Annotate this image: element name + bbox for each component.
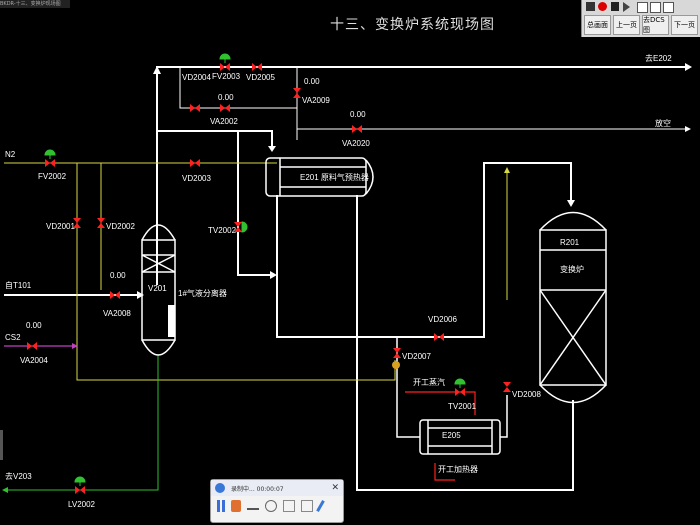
valve-vd2008[interactable]: VD2008: [512, 390, 541, 399]
record-icon[interactable]: [598, 2, 607, 11]
va2020-value: 0.00: [350, 110, 366, 119]
recorder-camera-icon[interactable]: [283, 500, 295, 512]
recorder-logo-icon: [215, 483, 225, 493]
from-t101-label: 自T101: [5, 281, 32, 290]
camera-icon[interactable]: [650, 2, 661, 13]
r201-label: R201: [560, 238, 580, 247]
recorder-close-icon[interactable]: ✕: [331, 483, 339, 493]
va2009-value: 0.00: [304, 77, 320, 86]
recorder-pause-icon[interactable]: [217, 500, 225, 512]
prev-page-button[interactable]: 上一页: [613, 15, 640, 35]
recorder-stop-icon[interactable]: [231, 500, 241, 512]
startup-steam-label: 开工蒸汽: [413, 378, 445, 387]
page-title: 十三、变换炉系统现场图: [330, 17, 495, 33]
e201-exchanger: [265, 157, 374, 197]
v201-vessel: [141, 224, 176, 356]
next-page-button[interactable]: 下一页: [671, 15, 698, 35]
va2008-value: 0.00: [110, 271, 126, 280]
to-e202-label: 去E202: [645, 54, 672, 63]
stop-icon[interactable]: [611, 2, 619, 11]
e201-label: E201 原料气预热器: [300, 173, 369, 182]
va2002-value: 0.00: [218, 93, 234, 102]
valve-va2008[interactable]: VA2008: [103, 309, 131, 318]
window-title: BKDR-十三、变换炉现场图: [0, 0, 70, 8]
cs2-label: CS2: [5, 333, 21, 342]
print-icon[interactable]: [663, 2, 674, 13]
nav-toolbar: 总画面 上一页 去DCS图 下一页: [581, 0, 700, 37]
valve-tv2002[interactable]: TV2002: [208, 226, 237, 235]
dcs-button[interactable]: 去DCS图: [642, 15, 669, 35]
valve-va2002[interactable]: VA2002: [210, 117, 238, 126]
valve-va2009[interactable]: VA2009: [302, 96, 330, 105]
valve-vd2007[interactable]: VD2007: [402, 352, 431, 361]
vent-label: 放空: [655, 119, 671, 128]
e205-label: E205: [442, 431, 461, 440]
pause-icon[interactable]: [586, 2, 595, 11]
valve-vd2004[interactable]: VD2004: [182, 73, 211, 82]
v201-label: V201: [148, 284, 167, 293]
valve-fv2003[interactable]: FV2003: [212, 72, 241, 81]
side-tab[interactable]: [0, 430, 3, 460]
valve-tv2001[interactable]: TV2001: [448, 402, 477, 411]
v201-desc: 1#气液分离器: [178, 289, 227, 298]
screen-icon[interactable]: [637, 2, 648, 13]
valve-vd2002[interactable]: VD2002: [106, 222, 135, 231]
overview-button[interactable]: 总画面: [584, 15, 611, 35]
valve-vd2003[interactable]: VD2003: [182, 174, 211, 183]
to-v203-label: 去V203: [5, 472, 32, 481]
valve-va2004[interactable]: VA2004: [20, 356, 48, 365]
startup-heater-label: 开工加热器: [438, 465, 478, 474]
recorder-settings-icon[interactable]: [301, 500, 313, 512]
recorder-status: 录制中... 00:00:07: [231, 485, 284, 493]
r201-vessel: [539, 211, 607, 404]
recorder-pen-icon[interactable]: [316, 500, 325, 512]
e205-exchanger: [419, 419, 501, 455]
play-icon[interactable]: [623, 2, 630, 12]
screen-recorder-widget[interactable]: 录制中... 00:00:07 ✕: [210, 479, 344, 523]
valve-lv2002[interactable]: LV2002: [68, 500, 95, 509]
valve-fv2002[interactable]: FV2002: [38, 172, 67, 181]
valve-vd2006[interactable]: VD2006: [428, 315, 457, 324]
r201-desc: 变换炉: [560, 265, 584, 274]
valve-vd2001[interactable]: VD2001: [46, 222, 75, 231]
valve-va2020[interactable]: VA2020: [342, 139, 370, 148]
valve-vd2005[interactable]: VD2005: [246, 73, 275, 82]
recorder-mic-icon[interactable]: [265, 500, 277, 512]
n2-label: N2: [5, 150, 16, 159]
recorder-minimize-icon[interactable]: [247, 508, 259, 510]
va2004-value: 0.00: [26, 321, 42, 330]
